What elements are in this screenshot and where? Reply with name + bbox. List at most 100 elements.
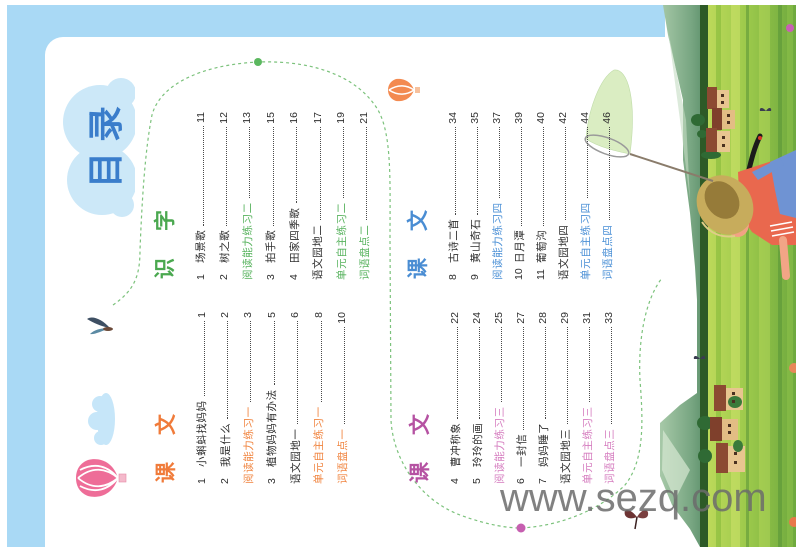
toc-entry: 2 树之歌 12 (212, 112, 235, 280)
dot-leader (226, 126, 228, 226)
page-number: 42 (557, 112, 569, 124)
page-number: 16 (288, 112, 301, 124)
page-number: 1 (195, 312, 208, 318)
page-number: 37 (491, 112, 503, 124)
entry-title: 词语盘点二 (358, 224, 371, 281)
entry-title: 语文园地四 (557, 224, 570, 281)
toc-entry-exercise: 单元自主练习二 19 (329, 112, 352, 280)
entry-title: 日月潭 (513, 229, 526, 263)
toc-section-unit-3: 课文 4 曹冲称象 22 5 玲玲的画 24 阅读能力练习三 25 6 一封信 … (408, 312, 620, 484)
entry-title: 单元自主练习二 (335, 202, 348, 280)
green-dot (254, 58, 262, 66)
toc-entry: 7 妈妈睡了 28 (532, 312, 554, 484)
page-number: 25 (493, 312, 505, 324)
section-heading: 识字 (153, 183, 177, 279)
page-number: 28 (537, 312, 549, 324)
dot-leader (609, 126, 610, 221)
page-number: 3 (242, 312, 255, 318)
dot-leader (203, 320, 205, 397)
lesson-number: 4 (288, 274, 301, 280)
entry-title: 场景歌 (195, 229, 208, 263)
entry-title: 树之歌 (218, 229, 231, 263)
entry-title: 阅读能力练习一 (242, 406, 255, 484)
toc-entry: 1 场景歌 11 (189, 112, 212, 280)
dot-leader (227, 320, 229, 419)
dot-leader (523, 326, 524, 430)
dot-leader (343, 126, 345, 199)
page-number: 40 (535, 112, 547, 124)
dot-leader (521, 126, 522, 226)
field-illustration (660, 5, 796, 547)
entry-title: 单元自主练习三 (581, 406, 594, 484)
entry-title: 古诗二首 (447, 218, 460, 263)
lesson-number: 9 (469, 274, 481, 280)
page-number: 21 (358, 112, 371, 124)
entry-title: 语文园地一 (289, 428, 302, 485)
page-number: 29 (559, 312, 571, 324)
page-number: 35 (469, 112, 481, 124)
dot-leader (344, 326, 346, 425)
toc-entry-exercise: 词语盘点三 33 (598, 312, 620, 484)
entry-title: 葡萄沟 (535, 229, 548, 263)
page-number: 33 (603, 312, 615, 324)
entry-title: 黄山奇石 (469, 218, 482, 263)
dot-leader (589, 326, 590, 403)
dot-leader (250, 320, 252, 403)
dot-leader (272, 126, 274, 226)
page-number: 46 (601, 112, 613, 124)
dot-leader (611, 326, 612, 425)
toc-entry-exercise: 阅读能力练习三 25 (488, 312, 510, 484)
page-number: 5 (265, 312, 278, 318)
page-number: 39 (513, 112, 525, 124)
lesson-number: 10 (513, 268, 525, 280)
toc-section-unit-2: 识字 1 场景歌 11 2 树之歌 12 阅读能力练习二 13 3 拍手歌 15… (153, 112, 376, 280)
toc-entry-exercise: 单元自主练习四 44 (574, 112, 596, 280)
entry-title: 一封信 (515, 433, 528, 467)
toc-entry: 2 我是什么 2 (213, 312, 236, 484)
dot-leader (477, 126, 478, 215)
toc-entry: 9 黄山奇石 35 (464, 112, 486, 280)
dot-leader (455, 126, 456, 215)
lesson-number: 5 (471, 478, 483, 484)
toc-entry-exercise: 单元自主练习一 8 (307, 312, 330, 484)
pink-dot (516, 523, 526, 533)
page-number: 17 (311, 112, 324, 124)
entry-title: 语文园地二 (312, 224, 325, 281)
entry-title: 曹冲称象 (449, 422, 462, 467)
toc-entry: 4 曹冲称象 22 (444, 312, 466, 484)
dot-leader (565, 126, 566, 221)
dot-leader (273, 320, 275, 386)
small-cloud-icon (88, 393, 115, 445)
toc-entry: 语文园地四 42 (552, 112, 574, 280)
section-heading: 课文 (406, 183, 430, 279)
page-number: 6 (289, 312, 302, 318)
entry-title: 我是什么 (219, 422, 232, 467)
page-number: 12 (218, 112, 231, 124)
page-number: 11 (194, 112, 207, 123)
page-number: 15 (264, 112, 277, 124)
toc-entry: 语文园地二 17 (306, 112, 329, 280)
toc-entry: 3 植物妈妈有办法 5 (260, 312, 283, 484)
toc-entry: 10 日月潭 39 (508, 112, 530, 280)
toc-section-unit-1: 课文 1 小蝌蚪找妈妈 1 2 我是什么 2 阅读能力练习一 3 3 植物妈妈有… (154, 312, 354, 485)
toc-entry-exercise: 词语盘点四 46 (596, 112, 618, 280)
dot-leader (297, 320, 299, 425)
lesson-number: 1 (194, 274, 207, 280)
section-heading: 课文 (408, 387, 432, 483)
page-number: 31 (581, 312, 593, 324)
toc-entry: 5 玲玲的画 24 (466, 312, 488, 484)
dot-leader (587, 126, 588, 199)
entry-title: 阅读能力练习二 (241, 202, 254, 280)
toc-entry-exercise: 词语盘点二 21 (353, 112, 376, 280)
houses-top (691, 87, 735, 159)
lesson-number: 2 (218, 274, 231, 280)
page-number: 8 (312, 312, 325, 318)
entry-title: 词语盘点四 (601, 224, 614, 281)
butterfly-icon (624, 510, 649, 530)
dot-leader (319, 126, 321, 221)
title-cloud (63, 78, 135, 217)
toc-entry: 4 田家四季歌 16 (283, 112, 306, 280)
dot-leader (320, 320, 322, 403)
toc-entry: 3 拍手歌 15 (259, 112, 282, 280)
